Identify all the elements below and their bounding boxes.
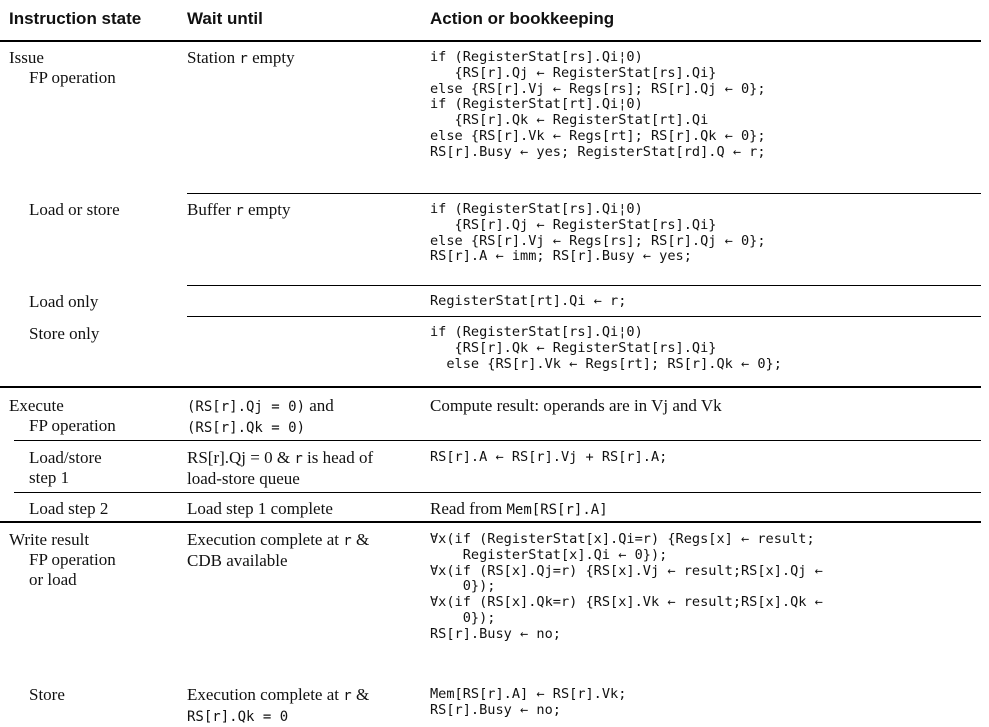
write-store-wait: Execution complete at r &RS[r].Qk = 0 <box>187 685 370 725</box>
execute-fp-action: Compute result: operands are in Vj and V… <box>430 396 722 415</box>
divider <box>187 193 981 194</box>
header-action: Action or bookkeeping <box>430 9 615 28</box>
issue-loadonly-state: Load only <box>29 292 99 311</box>
issue-storeonly-action: if (RegisterStat[rs].Qi¦0) {RS[r].Qk ← R… <box>430 324 782 372</box>
write-store-action: Mem[RS[r].A] ← RS[r].Vk;RS[r].Busy ← no; <box>430 686 627 718</box>
header-wait-until: Wait until <box>187 9 263 28</box>
header-instruction-state: Instruction state <box>9 9 142 28</box>
execute-load2-action: Read from Mem[RS[r].A] <box>430 499 608 518</box>
execute-load2-state: Load step 2 <box>29 499 109 518</box>
execute-loadstore1-action: RS[r].A ← RS[r].Vj + RS[r].A; <box>430 449 668 465</box>
execute-load2-wait: Load step 1 complete <box>187 499 333 518</box>
divider <box>14 440 981 441</box>
issue-fp-action: if (RegisterStat[rs].Qi¦0) {RS[r].Qj ← R… <box>430 49 766 160</box>
issue-storeonly-state: Store only <box>29 324 100 343</box>
section-rule-write <box>0 521 981 523</box>
write-fp-action: ∀x(if (RegisterStat[x].Qi=r) {Regs[x] ← … <box>430 531 823 642</box>
execute-label: Execute <box>9 396 64 415</box>
issue-loadstore-state: Load or store <box>29 200 120 219</box>
divider <box>187 285 981 286</box>
issue-loadonly-action: RegisterStat[rt].Qi ← r; <box>430 293 627 309</box>
issue-label: Issue <box>9 48 44 67</box>
write-fp-wait: Execution complete at r &CDB available <box>187 530 370 570</box>
execute-fp-state: FP operation <box>29 416 116 435</box>
section-rule-execute <box>0 386 981 388</box>
header-rule <box>0 40 981 42</box>
issue-fp-state: FP operation <box>29 68 116 87</box>
write-store-state: Store <box>29 685 65 704</box>
issue-loadstore-wait: Buffer r empty <box>187 200 291 219</box>
write-label: Write result <box>9 530 90 549</box>
issue-fp-wait: Station r empty <box>187 48 295 67</box>
execute-fp-wait: (RS[r].Qj = 0) and(RS[r].Qk = 0) <box>187 396 334 436</box>
divider <box>187 316 981 317</box>
issue-loadstore-action: if (RegisterStat[rs].Qi¦0) {RS[r].Qj ← R… <box>430 201 766 265</box>
divider <box>14 492 981 493</box>
